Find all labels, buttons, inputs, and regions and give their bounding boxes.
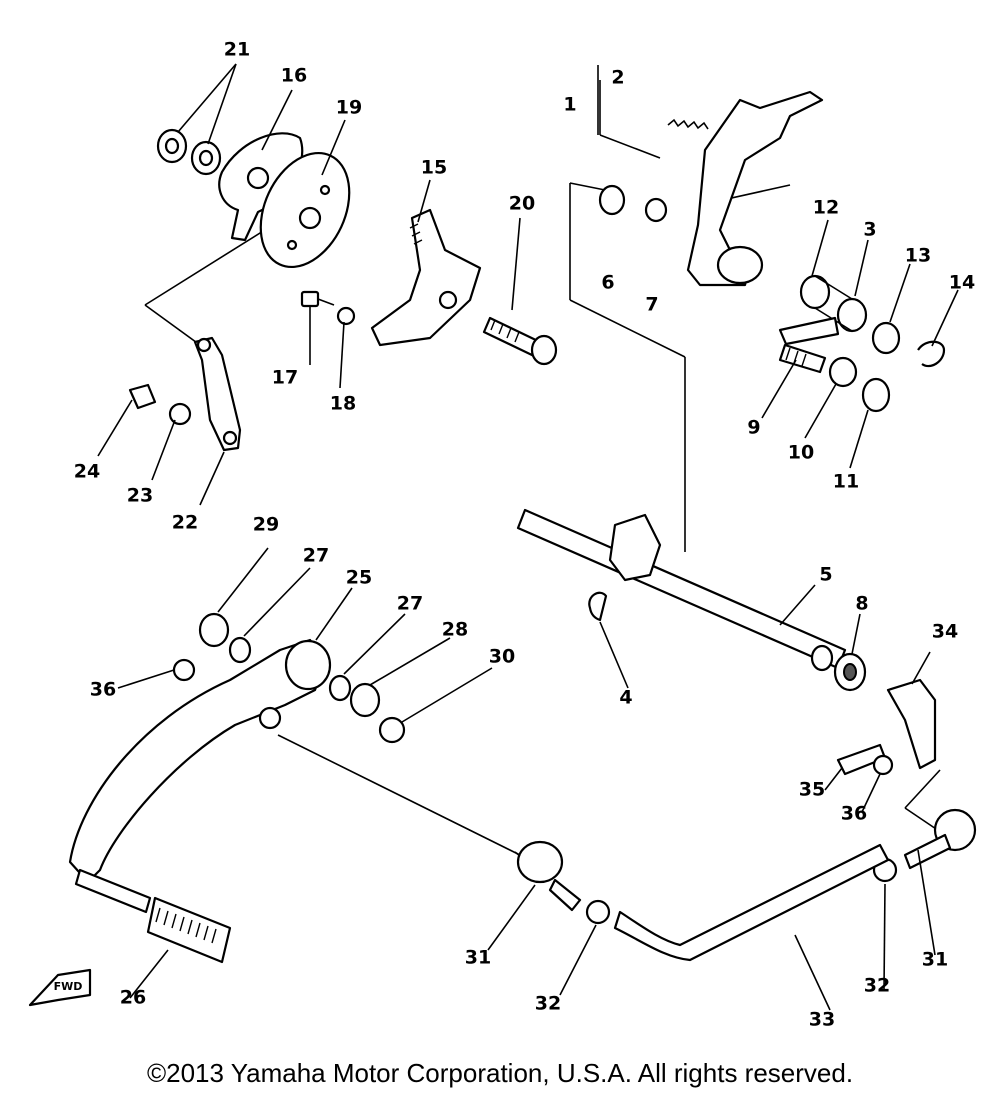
part-label-35: 35 xyxy=(799,779,825,801)
callout-lines xyxy=(97,63,959,1011)
part-label-27a: 27 xyxy=(303,545,329,567)
part-13-14-washer-circlip xyxy=(871,321,946,368)
part-label-3: 3 xyxy=(863,219,876,241)
part-label-4: 4 xyxy=(619,687,632,709)
part-label-10: 10 xyxy=(788,442,814,464)
part-33-shift-rod xyxy=(613,843,890,962)
part-label-21: 21 xyxy=(224,39,250,61)
part-label-26: 26 xyxy=(120,987,146,1009)
part-1-shift-arm xyxy=(686,90,824,287)
part-label-34: 34 xyxy=(932,621,958,643)
part-number-labels: 21 16 19 15 20 17 18 24 23 22 1 2 6 7 12… xyxy=(74,39,975,1031)
part-17-18-bolt-washer xyxy=(300,290,356,326)
part-2-spring xyxy=(667,118,709,130)
part-26-pedal-rubber xyxy=(146,896,232,964)
part-label-9: 9 xyxy=(747,417,760,439)
part-label-8: 8 xyxy=(855,593,868,615)
part-21-nuts xyxy=(156,128,222,176)
part-label-22: 22 xyxy=(172,512,198,534)
part-15-bracket xyxy=(370,208,482,347)
fwd-arrow-icon: FWD xyxy=(28,968,92,1007)
part-label-23: 23 xyxy=(127,485,153,507)
copyright-notice: ©2013 Yamaha Motor Corporation, U.S.A. A… xyxy=(146,1058,854,1088)
part-label-32b: 32 xyxy=(864,975,890,997)
part-label-7: 7 xyxy=(645,294,658,316)
part-6-7-collar-circlip xyxy=(598,184,668,223)
part-label-36b: 36 xyxy=(841,803,867,825)
part-label-11: 11 xyxy=(833,471,859,493)
part-8-seal xyxy=(833,652,867,692)
part-label-17: 17 xyxy=(272,367,298,389)
part-25-shift-pedal xyxy=(68,638,332,914)
part-19-plate xyxy=(259,151,351,269)
part-label-30: 30 xyxy=(489,646,515,668)
part-4-circlip xyxy=(588,591,608,622)
part-27-28-29-30-36-hardware xyxy=(172,612,406,744)
part-label-32a: 32 xyxy=(535,993,561,1015)
part-label-28: 28 xyxy=(442,619,468,641)
part-label-12: 12 xyxy=(813,197,839,219)
part-label-19: 19 xyxy=(336,97,362,119)
leader-lines xyxy=(144,80,946,856)
fwd-mark-text: FWD xyxy=(54,980,83,993)
part-3-12-roller-assembly xyxy=(778,274,868,346)
part-23-24-bolt-washer xyxy=(128,383,192,426)
part-31-joint-left xyxy=(514,840,582,912)
part-label-27b: 27 xyxy=(397,593,423,615)
part-label-14: 14 xyxy=(949,272,975,294)
part-label-16: 16 xyxy=(281,65,307,87)
part-10-11-nut-washer xyxy=(828,356,891,413)
part-22-arm xyxy=(193,336,242,452)
part-35-36-bolt-nut xyxy=(836,743,894,776)
part-label-13: 13 xyxy=(905,245,931,267)
part-34-clamp xyxy=(886,678,937,770)
part-5-shift-shaft xyxy=(516,508,847,672)
part-label-25: 25 xyxy=(346,567,372,589)
part-label-1: 1 xyxy=(563,94,576,116)
part-9-bolt xyxy=(778,343,827,374)
part-label-18: 18 xyxy=(330,393,356,415)
part-label-20: 20 xyxy=(509,193,535,215)
part-label-31b: 31 xyxy=(922,949,948,971)
part-label-33: 33 xyxy=(809,1009,835,1031)
part-label-31a: 31 xyxy=(465,947,491,969)
part-label-29: 29 xyxy=(253,514,279,536)
part-label-2: 2 xyxy=(611,67,624,89)
part-20-bolt xyxy=(482,316,558,366)
part-label-36a: 36 xyxy=(90,679,116,701)
part-label-6: 6 xyxy=(601,272,614,294)
part-label-24: 24 xyxy=(74,461,100,483)
part-31-joint-right xyxy=(903,808,977,870)
part-label-5: 5 xyxy=(819,564,832,586)
parts-diagram: FWD xyxy=(28,39,977,1031)
part-label-15: 15 xyxy=(421,157,447,179)
part-16-cam-plate xyxy=(218,132,304,242)
